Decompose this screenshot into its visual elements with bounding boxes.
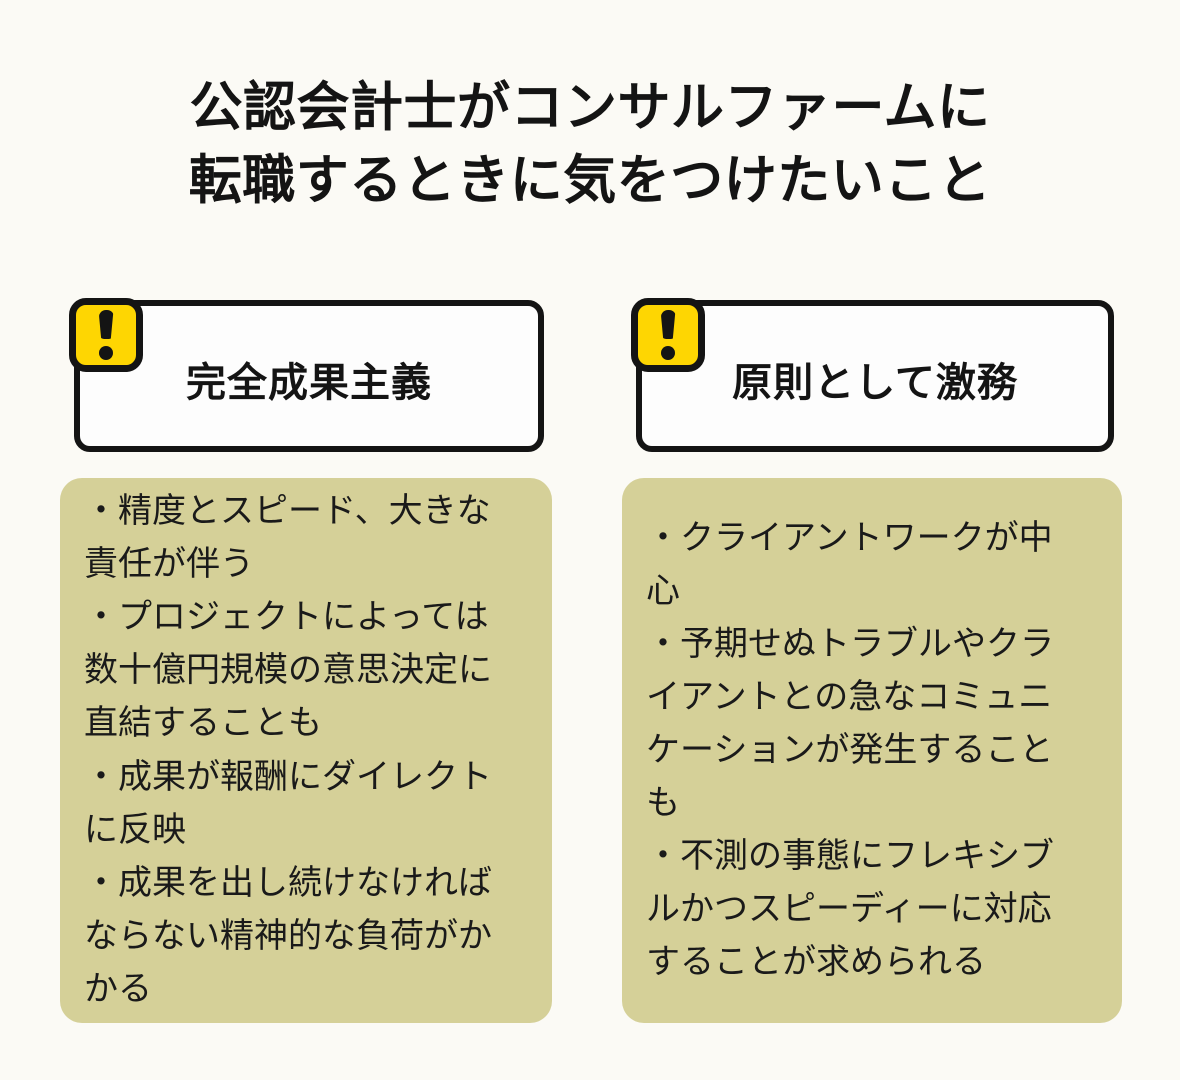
exclamation-bar (98, 310, 114, 339)
exclamation-dot (99, 346, 113, 360)
body-panel-results-based: ・精度とスピード、大きな 責任が伴う ・プロジェクトによっては 数十億円規模の意… (60, 478, 552, 1023)
page-title-line1: 公認会計士がコンサルファームに (189, 77, 991, 138)
exclamation-warning-icon (631, 298, 705, 372)
header-card-hard-work: 原則として激務 (631, 298, 1114, 452)
header-label: 原則として激務 (732, 360, 1018, 406)
exclamation-dot (661, 346, 675, 360)
body-text: ・クライアントワークが中 心 ・予期せぬトラブルやクラ イアントとの急なコミュニ… (646, 517, 1054, 983)
header-label: 完全成果主義 (186, 360, 432, 406)
comparison-columns: 完全成果主義 ・精度とスピード、大きな 責任が伴う ・プロジェクトによっては 数… (60, 298, 1122, 1023)
page-title: 公認会計士がコンサルファームに 転職するときに気をつけたいこと (0, 0, 1180, 217)
exclamation-bar (660, 310, 676, 339)
exclamation-warning-icon (69, 298, 143, 372)
body-panel-hard-work: ・クライアントワークが中 心 ・予期せぬトラブルやクラ イアントとの急なコミュニ… (622, 478, 1122, 1023)
header-card-results-based: 完全成果主義 (69, 298, 544, 452)
column-results-based: 完全成果主義 ・精度とスピード、大きな 責任が伴う ・プロジェクトによっては 数… (60, 298, 552, 1023)
column-hard-work: 原則として激務 ・クライアントワークが中 心 ・予期せぬトラブルやクラ イアント… (622, 298, 1122, 1023)
page-title-line2: 転職するときに気をつけたいこと (188, 149, 992, 211)
body-text: ・精度とスピード、大きな 責任が伴う ・プロジェクトによっては 数十億円規模の意… (84, 491, 492, 1009)
